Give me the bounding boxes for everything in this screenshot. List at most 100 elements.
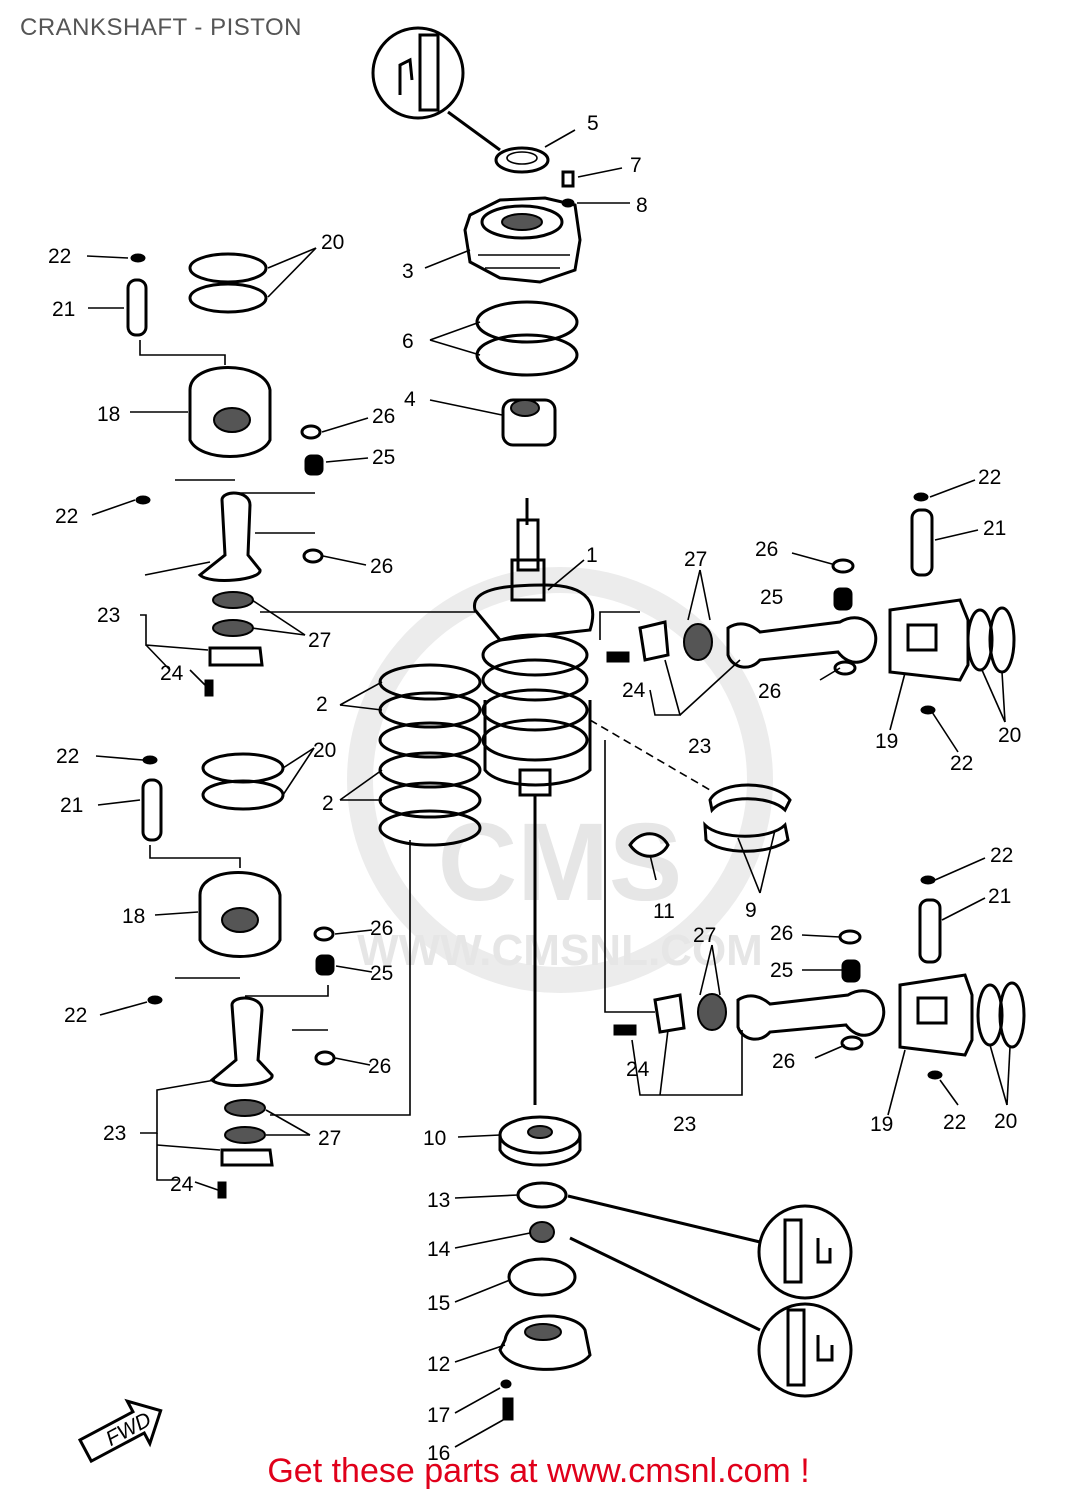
upper-right-piston-assembly <box>599 492 1016 715</box>
callout-18-b: 18 <box>122 905 145 928</box>
callout-18-a: 18 <box>97 403 120 426</box>
upper-bearing-housing-group <box>371 26 582 447</box>
callout-22-d: 22 <box>64 1004 87 1027</box>
callout-25-a: 25 <box>372 446 395 469</box>
callout-5: 5 <box>587 112 599 135</box>
callout-27-b: 27 <box>318 1127 341 1150</box>
callout-24-b: 24 <box>170 1173 194 1196</box>
callout-11: 11 <box>653 900 675 923</box>
piston-pin-21a <box>126 278 148 337</box>
callout-26-e: 26 <box>755 538 778 561</box>
callout-22-e: 22 <box>978 466 1001 489</box>
o-ring-15 <box>507 1257 577 1297</box>
callout-14: 14 <box>427 1238 451 1261</box>
callout-26-g: 26 <box>770 922 793 945</box>
callout-24-d: 24 <box>626 1058 650 1081</box>
piston-pin-21b <box>141 778 163 842</box>
callout-2-a: 2 <box>316 693 328 716</box>
callout-22-a: 22 <box>48 245 71 268</box>
needle-bearing-9b <box>703 821 790 853</box>
callout-21-c: 21 <box>983 517 1006 540</box>
callout-22-b: 22 <box>55 505 78 528</box>
piston-18b <box>198 871 282 958</box>
callout-20-a: 20 <box>321 231 344 254</box>
callout-22-f: 22 <box>950 752 973 775</box>
lower-housing-12 <box>498 1314 592 1371</box>
connecting-rod-lower-left <box>209 996 274 1087</box>
needle-bearing-9a <box>708 783 792 814</box>
seal-detail-section <box>418 33 440 112</box>
callout-10: 10 <box>423 1127 446 1150</box>
callout-3: 3 <box>402 260 414 283</box>
clip-11 <box>628 832 670 858</box>
callout-9: 9 <box>745 899 757 922</box>
callout-24-c: 24 <box>622 679 646 702</box>
callout-16: 16 <box>427 1442 450 1465</box>
connecting-rod-upper-right <box>726 616 878 669</box>
callout-23-b: 23 <box>103 1122 126 1145</box>
callout-15: 15 <box>427 1292 450 1315</box>
upper-housing-3 <box>463 196 582 284</box>
callout-labels: 5 7 8 3 6 4 22 20 21 18 22 26 25 26 23 2… <box>48 112 1021 1465</box>
callout-22-g: 22 <box>990 844 1013 867</box>
callout-26-a: 26 <box>372 405 395 428</box>
callout-20-b: 20 <box>313 739 336 762</box>
callout-19-b: 19 <box>870 1113 893 1136</box>
callout-6: 6 <box>402 330 414 353</box>
order-parts-link[interactable]: Get these parts at www.cmsnl.com ! <box>267 1452 810 1490</box>
callout-17: 17 <box>427 1404 450 1427</box>
callout-19-a: 19 <box>875 730 898 753</box>
callout-4: 4 <box>404 388 416 411</box>
callout-26-f: 26 <box>758 680 781 703</box>
watermark-url-text: WWW.CMSNL.COM <box>357 926 763 975</box>
callout-13: 13 <box>427 1189 450 1212</box>
callout-26-b: 26 <box>370 555 393 578</box>
lower-left-piston-assembly <box>141 752 411 1199</box>
detail-bubble-lower-1 <box>757 1204 853 1300</box>
callout-20-d: 20 <box>994 1110 1017 1133</box>
callout-23-a: 23 <box>97 604 120 627</box>
piston-pin-21c <box>910 508 934 577</box>
bolt-16 <box>502 1397 514 1421</box>
callout-20-c: 20 <box>998 724 1021 747</box>
callout-25-b: 25 <box>370 962 393 985</box>
callout-23-d: 23 <box>673 1113 696 1136</box>
callout-8: 8 <box>636 194 648 217</box>
bearing-9-group <box>589 719 792 858</box>
detail-bubble-lower-2 <box>757 1302 853 1398</box>
callout-27-a: 27 <box>308 629 331 652</box>
callout-21-d: 21 <box>988 885 1011 908</box>
callout-24-a: 24 <box>160 662 184 685</box>
callout-21-a: 21 <box>52 298 75 321</box>
callout-2-b: 2 <box>322 792 334 815</box>
callout-1: 1 <box>586 544 598 567</box>
bolt-7 <box>561 170 575 188</box>
callout-23-c: 23 <box>688 735 711 758</box>
piston-18a <box>188 366 272 458</box>
crankshaft-1 <box>473 498 595 1105</box>
connecting-rod-upper-left <box>197 491 262 582</box>
detail-bubble-top <box>371 26 465 120</box>
callout-25-d: 25 <box>770 959 793 982</box>
callout-12: 12 <box>427 1353 450 1376</box>
callout-25-c: 25 <box>760 586 783 609</box>
upper-left-piston-assembly <box>126 252 475 697</box>
piston-19a <box>888 598 970 682</box>
oil-seal-5 <box>494 146 550 174</box>
page-title: CRANKSHAFT - PISTON <box>20 14 302 41</box>
o-ring-6b <box>475 333 579 377</box>
callout-26-c: 26 <box>370 917 393 940</box>
piston-pin-21d <box>918 898 942 964</box>
lower-bearing-housing-group <box>498 1115 853 1421</box>
callout-22-h: 22 <box>943 1111 966 1134</box>
callout-22-c: 22 <box>56 745 79 768</box>
callout-27-c: 27 <box>684 548 707 571</box>
callout-26-h: 26 <box>772 1050 795 1073</box>
callout-7: 7 <box>630 154 642 177</box>
piston-19b <box>898 973 974 1057</box>
leader-lines <box>86 129 1011 1448</box>
callout-27-d: 27 <box>693 924 716 947</box>
oil-seal-13 <box>516 1181 568 1209</box>
oil-seal-14 <box>529 1221 555 1243</box>
